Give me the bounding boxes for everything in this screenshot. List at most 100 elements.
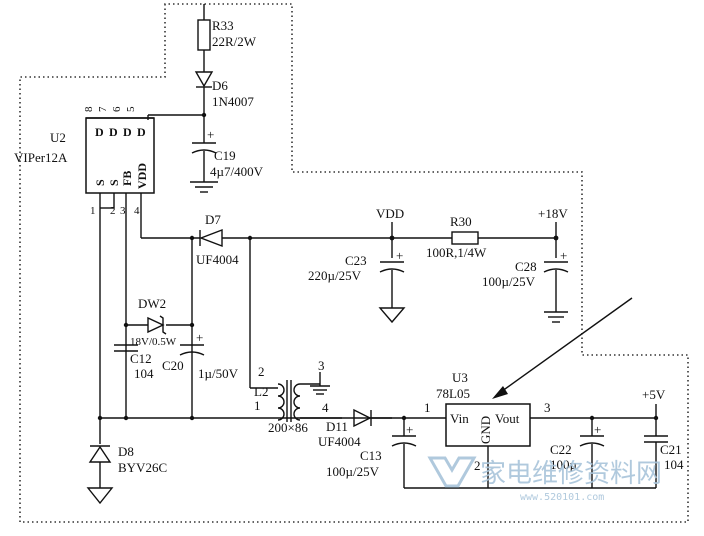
dw2-label: DW2: [138, 296, 166, 311]
board-outline: [19, 3, 689, 523]
u2-ic: [85, 117, 155, 194]
junction-dot: [123, 322, 129, 328]
u2-pin-d4: D: [137, 125, 146, 139]
d8-diode: [86, 418, 114, 505]
u2-pin-2: 2: [110, 205, 116, 217]
c20-capacitor: [179, 344, 205, 356]
u3-pin-vout: Vout: [495, 411, 520, 426]
u2-pin-d2: D: [109, 125, 118, 139]
u2-pin-7: 7: [97, 106, 109, 112]
junction-dot: [123, 415, 129, 421]
vdd-net-label: VDD: [376, 206, 404, 221]
c28-capacitor: [543, 261, 569, 323]
junction-dot: [201, 112, 207, 118]
c28-polarity: +: [560, 248, 567, 263]
d8-value: BYV26C: [118, 460, 167, 475]
c19-polarity: +: [207, 127, 214, 142]
c19-label: C19: [214, 148, 236, 163]
dw2-value: 18V/0.5W: [130, 336, 177, 348]
junction-dot: [653, 415, 659, 421]
d11-value: UF4004: [318, 434, 361, 449]
vdd-wiring: [391, 222, 557, 258]
u2-value: VIPer12A: [14, 150, 68, 165]
u2-pin-vdd: VDD: [135, 163, 149, 189]
r33-label: R33: [212, 18, 234, 33]
junction-dot: [189, 322, 195, 328]
u2-pin-d3: D: [123, 125, 132, 139]
u3-value: 78L05: [436, 386, 470, 401]
c13-capacitor: [391, 418, 417, 488]
u3-pin-gnd: GND: [478, 416, 493, 444]
c22-capacitor: [579, 435, 605, 488]
c21-capacitor: [644, 435, 668, 488]
r30-resistor: [451, 231, 479, 245]
c12-label: C12: [130, 351, 152, 366]
r30-label: R30: [450, 214, 472, 229]
d6-diode: [194, 71, 214, 115]
c28-label: C28: [515, 259, 537, 274]
left-wiring: [100, 238, 392, 419]
c23-value: 220µ/25V: [308, 268, 362, 283]
c22-polarity: +: [594, 422, 601, 437]
c12-capacitor: [114, 344, 138, 352]
watermark-logo: [427, 456, 477, 488]
junction-dot: [389, 235, 395, 241]
u2-label: U2: [50, 130, 66, 145]
c19-value: 4µ7/400V: [210, 164, 264, 179]
v5-net-label: +5V: [642, 387, 666, 402]
r30-value: 100R,1/4W: [426, 245, 487, 260]
u3-pin-3: 3: [544, 400, 551, 415]
watermark-text: 家电维修资料网: [480, 459, 662, 489]
d8-label: D8: [118, 444, 134, 459]
annotation-arrow: [492, 297, 633, 399]
u2-pin-5: 5: [125, 106, 137, 112]
d11-diode: [353, 408, 446, 428]
u2-pin-s2: S: [107, 179, 121, 186]
c21-value: 104: [664, 457, 684, 472]
u2-pin-3: 3: [120, 205, 126, 217]
l2-pin-2: 2: [258, 364, 265, 379]
l2-pin-4: 4: [322, 400, 329, 415]
u2-pin-d1: D: [95, 125, 104, 139]
d6-value: 1N4007: [212, 94, 254, 109]
c20-polarity: +: [196, 330, 203, 345]
u2-pin-1: 1: [90, 205, 96, 217]
c13-polarity: +: [406, 422, 413, 437]
c13-label: C13: [360, 448, 382, 463]
l2-pin-1: 1: [254, 398, 261, 413]
watermark-subtext: www.520101.com: [520, 492, 604, 503]
l2-pin-3: 3: [318, 358, 325, 373]
l2-value: 200×86: [268, 420, 308, 435]
c23-label: C23: [345, 253, 367, 268]
u2-pin-s1: S: [93, 179, 107, 186]
junction-dot: [589, 415, 595, 421]
c20-value: 1µ/50V: [198, 366, 239, 381]
u2-pin-8: 8: [83, 106, 95, 112]
c23-polarity: +: [396, 248, 403, 263]
u3-pin-vin: Vin: [450, 411, 469, 426]
dw2-zener: [147, 315, 167, 335]
u3-label: U3: [452, 370, 468, 385]
u2-pin-fb: FB: [120, 171, 134, 186]
watermark: 家电维修资料网 www.520101.com: [427, 456, 662, 503]
c13-value: 100µ/25V: [326, 464, 380, 479]
d7-value: UF4004: [196, 252, 239, 267]
junction-dot: [189, 415, 195, 421]
c12-value: 104: [134, 366, 154, 381]
c20-label: C20: [162, 358, 184, 373]
u3-pin-1: 1: [424, 400, 431, 415]
junction-dot: [553, 235, 559, 241]
c22-label: C22: [550, 442, 572, 457]
c21-label: C21: [660, 442, 682, 457]
d7-label: D7: [205, 212, 221, 227]
v18-net-label: +18V: [538, 206, 568, 221]
c28-value: 100µ/25V: [482, 274, 536, 289]
l2-transformer: [277, 372, 342, 422]
c22-value: 100µ: [550, 457, 578, 472]
drain-wire: [147, 114, 205, 143]
u3-pin-2: 2: [474, 458, 481, 473]
c23-capacitor: [378, 261, 406, 324]
r33-resistor: [197, 4, 211, 72]
